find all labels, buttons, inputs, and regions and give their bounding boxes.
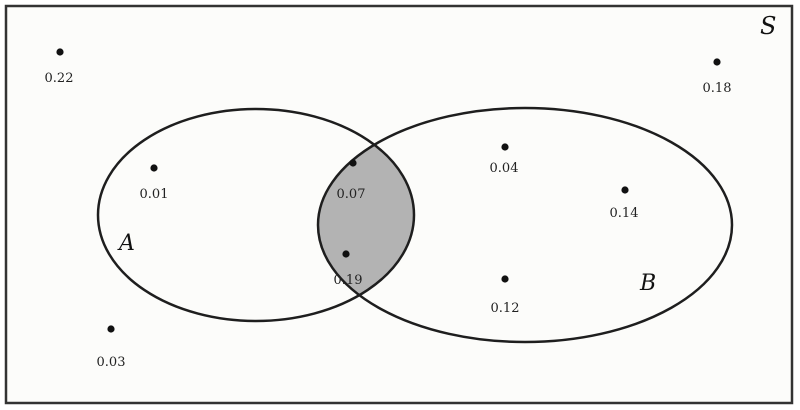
point-label: 0.07 [337, 187, 366, 202]
point-b-only-bottom: 0.12 [491, 275, 520, 316]
set-b-label: B [639, 271, 656, 296]
point-label: 0.14 [610, 206, 639, 221]
point-label: 0.12 [491, 301, 520, 316]
set-b-ellipse [316, 106, 734, 344]
point-label: 0.19 [334, 273, 363, 288]
point-intersection-top: 0.07 [337, 159, 366, 202]
sample-space-label: S [760, 12, 776, 40]
point-label: 0.03 [97, 355, 126, 370]
point-label: 0.04 [490, 161, 519, 176]
point-label: 0.22 [45, 71, 74, 86]
point-outside-top-left: 0.22 [45, 48, 74, 86]
point-label: 0.01 [140, 187, 169, 202]
point-intersection-bottom: 0.19 [334, 250, 363, 288]
set-a-label: A [117, 231, 135, 256]
point-b-only-right: 0.14 [610, 186, 639, 221]
point-label: 0.18 [703, 81, 732, 96]
point-a-only: 0.01 [140, 164, 169, 202]
point-b-only-top: 0.04 [490, 143, 519, 176]
set-a-ellipse [96, 107, 416, 323]
point-outside-bottom-left: 0.03 [97, 325, 126, 370]
point-outside-top-right: 0.18 [703, 58, 732, 96]
